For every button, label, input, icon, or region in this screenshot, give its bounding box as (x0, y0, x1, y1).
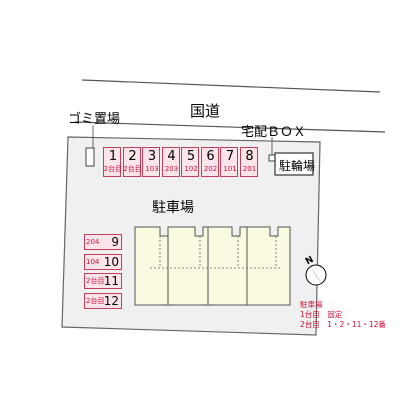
spot-assignment: 101 (223, 165, 237, 173)
spot-number: 9 (111, 235, 119, 249)
spot-number: 6 (206, 149, 215, 164)
delivery-box (268, 154, 276, 162)
spot-assignment: 2台目 (123, 165, 142, 173)
road-edge-bottom (74, 121, 386, 133)
notes-line-2: 2台目 1・2・11・12番 (300, 320, 386, 329)
garbage-box (85, 147, 95, 167)
building-2 (167, 226, 211, 306)
spot-assignment: 201 (242, 165, 257, 173)
buildings (134, 226, 291, 306)
spot-number: 2 (128, 149, 137, 164)
spot-number: 12 (103, 293, 119, 308)
spot-number: 4 (167, 149, 176, 164)
building-4 (246, 226, 291, 306)
spot-number: 3 (147, 149, 157, 164)
notes-line-1: 1台目 固定 (300, 310, 343, 319)
spot-number: 5 (186, 149, 196, 164)
spot-assignment: 203 (164, 165, 179, 173)
spot-assignment: 103 (145, 165, 159, 173)
bicycle-parking-label: 駐輪場 (279, 159, 316, 173)
spot-assignment: 104 (86, 257, 100, 266)
parking-notes: 駐車場 1台目 固定 2台目 1・2・11・12番 (300, 300, 386, 330)
spot-assignment: 2台目 (86, 277, 105, 285)
spot-number: 7 (225, 149, 235, 164)
garbage-label: ゴミ置場 (68, 112, 121, 127)
spot-assignment: 204 (86, 238, 100, 246)
spot-number: 8 (245, 149, 254, 164)
spot-number: 10 (103, 254, 119, 269)
spot-number: 11 (103, 274, 119, 288)
building-3 (207, 226, 248, 306)
spot-assignment: 2台目 (103, 165, 123, 173)
notes-title: 駐車場 (300, 300, 323, 309)
road-edge-top (81, 79, 381, 93)
spot-assignment: 202 (203, 165, 218, 173)
spot-assignment: 2台目 (86, 296, 105, 305)
spot-assignment: 102 (184, 165, 198, 173)
delivery-box-label: 宅配ＢＯＸ (241, 125, 307, 140)
bicycle-parking-box (274, 152, 314, 176)
parking-area-label: 駐車場 (152, 200, 194, 216)
road-label: 国道 (190, 102, 221, 120)
north-arrow-icon (305, 264, 327, 286)
compass-needle (309, 264, 323, 286)
spot-number: 1 (108, 149, 118, 164)
